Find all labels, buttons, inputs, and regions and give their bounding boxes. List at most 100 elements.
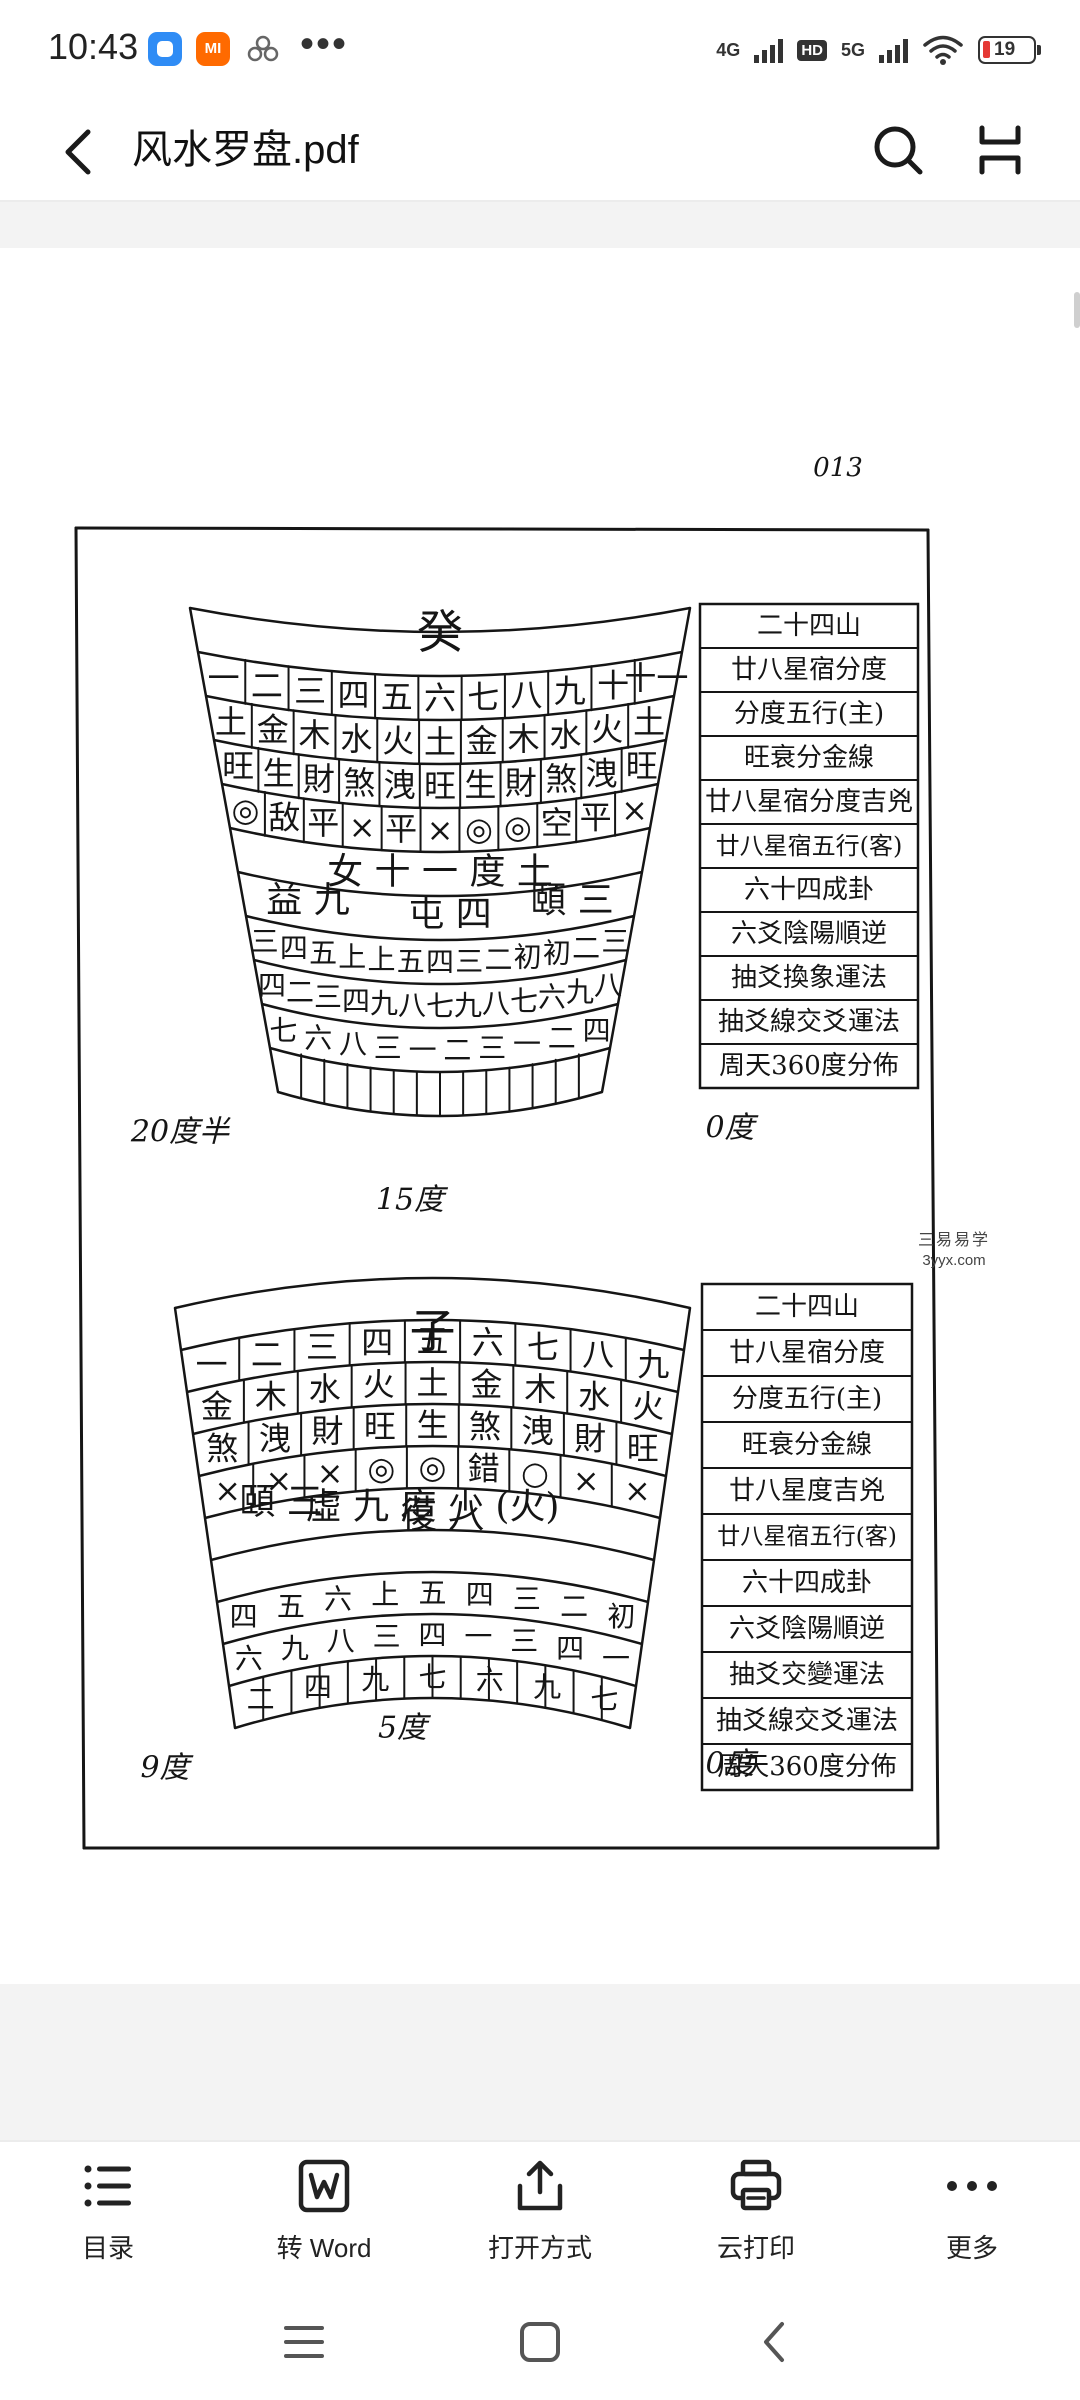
top-chart-cell: 十 xyxy=(597,666,629,704)
wifi-icon xyxy=(923,35,963,65)
top-chart-cell: 財 xyxy=(303,760,335,798)
home-icon xyxy=(520,2322,560,2362)
bottom-chart-side-label: 廿八星宿分度 xyxy=(729,1338,885,1368)
printer-icon xyxy=(730,2159,782,2211)
bottom-chart-hex-left: 頤 三 xyxy=(239,1482,322,1523)
bottom-chart-cell: 生 xyxy=(416,1406,448,1444)
bottom-chart-cell: 洩 xyxy=(259,1419,291,1457)
bottom-chart-band-label: 虛 九 度 少 (火) xyxy=(306,1486,560,1527)
title-bar: 风水罗盘.pdf xyxy=(0,100,1080,202)
bottom-chart-line-cell: 初 xyxy=(607,1600,635,1633)
signal-bars-icon xyxy=(754,37,784,63)
more-notifications-icon: ••• xyxy=(300,22,349,66)
bottom-chart-line-cell: 一 xyxy=(602,1642,630,1675)
top-chart-mountain: 癸 xyxy=(417,605,463,659)
top-chart-side-label: 六十四成卦 xyxy=(744,875,874,905)
top-chart-line-cell: 二 xyxy=(572,931,600,964)
bottom-chart-cell: 旺 xyxy=(627,1430,659,1468)
bottom-chart-cell: × xyxy=(214,1472,241,1510)
top-chart-cell: ◎ xyxy=(231,791,259,829)
reading-mode-button[interactable] xyxy=(970,120,1030,180)
bottom-chart-deg-right: 0度 xyxy=(705,1747,758,1782)
bottom-chart-line-cell: 四 xyxy=(466,1578,494,1611)
bottom-chart-line-cell: 四 xyxy=(418,1619,446,1652)
bottom-chart-line-cell: 九 xyxy=(281,1632,309,1665)
top-chart-line-cell: 八 xyxy=(594,969,622,1002)
top-chart-line-cell: 七 xyxy=(426,990,454,1023)
bottom-chart-cell: 五 xyxy=(416,1322,448,1360)
system-back-button[interactable] xyxy=(748,2314,804,2370)
top-chart-cell: 六 xyxy=(424,679,456,717)
top-chart-line-cell: 六 xyxy=(538,980,566,1013)
top-chart-cell: 旺 xyxy=(222,747,254,785)
top-chart-side-label: 廿八星宿五行(客) xyxy=(716,832,903,860)
recents-button[interactable] xyxy=(276,2314,332,2370)
bottom-chart-side-label: 抽爻交變運法 xyxy=(729,1660,885,1690)
list-icon xyxy=(84,2165,131,2207)
convert-word-label: 转 Word xyxy=(276,2233,372,2263)
top-chart-line-cell: 一 xyxy=(409,1033,437,1066)
top-chart-cell: 煞 xyxy=(545,760,577,798)
top-chart-line-cell: 四 xyxy=(583,1014,611,1047)
bottom-chart-line-cell: 六 xyxy=(235,1642,263,1675)
top-chart-line-cell: 七 xyxy=(269,1014,297,1047)
top-chart-cell: 八 xyxy=(511,676,543,714)
back-button[interactable] xyxy=(50,122,110,182)
top-chart-line-cell: 八 xyxy=(482,987,510,1020)
bottom-chart-side-label: 分度五行(主) xyxy=(732,1384,882,1414)
top-chart-cell: 平 xyxy=(307,804,339,842)
top-chart-line-cell: 五 xyxy=(397,945,425,978)
top-chart-side-label: 周天360度分佈 xyxy=(719,1051,899,1081)
top-chart-cell: 四 xyxy=(337,676,369,714)
menu-icon xyxy=(284,2326,324,2358)
more-button[interactable]: 更多 xyxy=(882,2158,1062,2278)
open-with-button[interactable]: 打开方式 xyxy=(450,2158,630,2278)
bottom-chart-cell: 錯 xyxy=(468,1449,500,1487)
top-chart-cell: 火 xyxy=(382,722,414,760)
network-5g-label: 5G xyxy=(840,40,865,60)
top-chart-line-cell: 九 xyxy=(566,975,594,1008)
bottom-chart-side-label: 廿八星宿五行(客) xyxy=(717,1524,897,1550)
bottom-chart-side-label: 抽爻線交爻運法 xyxy=(716,1706,898,1736)
bottom-chart-deg-left: 9度 xyxy=(140,1751,193,1786)
search-button[interactable] xyxy=(868,120,928,180)
word-icon xyxy=(298,2159,350,2213)
bottom-chart-side-label: 六爻陰陽順逆 xyxy=(729,1614,885,1644)
home-button[interactable] xyxy=(512,2314,568,2370)
open-with-label: 打开方式 xyxy=(487,2233,592,2263)
bottom-chart-cell: × xyxy=(573,1461,600,1499)
convert-word-button[interactable]: 转 Word xyxy=(234,2158,414,2278)
top-chart: 癸一二三四五六七八九十十一土金木水火土金木水火土旺生財煞洩旺生財煞洩旺◎敌平×平… xyxy=(130,602,920,1218)
top-chart-line-cell: 四 xyxy=(426,946,454,979)
bottom-chart-line-cell: 四 xyxy=(304,1670,332,1703)
bottom-chart-line-cell: 二 xyxy=(247,1683,275,1716)
top-chart-line-cell: 初 xyxy=(514,940,542,973)
bottom-chart-line-cell: 九 xyxy=(533,1670,561,1703)
scrollbar-thumb[interactable] xyxy=(1074,292,1080,328)
bottom-chart-mountain: 子 xyxy=(410,1304,456,1358)
top-chart-side-label: 廿八星宿分度吉兇 xyxy=(705,787,913,817)
top-chart-cell: 土 xyxy=(633,703,665,741)
top-chart-line-cell: 二 xyxy=(286,975,314,1008)
top-chart-cell: 二 xyxy=(251,666,283,704)
top-chart-line-cell: 九 xyxy=(454,989,482,1022)
bottom-chart-cell: ○ xyxy=(521,1454,549,1492)
bottom-chart-line-cell: 三 xyxy=(373,1620,401,1653)
share-icon xyxy=(517,2160,563,2211)
top-chart-cell: 平 xyxy=(385,810,417,848)
toc-button[interactable]: 目录 xyxy=(18,2158,198,2278)
top-chart-line-cell: 三 xyxy=(478,1031,506,1064)
top-chart-side-label: 分度五行(主) xyxy=(734,699,884,729)
watermark: 三易易学 3yyx.com xyxy=(918,1226,990,1269)
cloud-print-button[interactable]: 云打印 xyxy=(666,2158,846,2278)
top-chart-line-cell: 八 xyxy=(398,989,426,1022)
top-chart-cell: × xyxy=(621,791,648,829)
cloud-print-label: 云打印 xyxy=(716,2233,795,2263)
top-chart-cell: 財 xyxy=(505,764,537,802)
top-chart-line-cell: 二 xyxy=(484,943,512,976)
top-chart-cell: 土 xyxy=(215,703,247,741)
top-chart-hex-right: 頤 三 xyxy=(530,880,613,921)
cloud-sync-icon xyxy=(247,35,279,62)
